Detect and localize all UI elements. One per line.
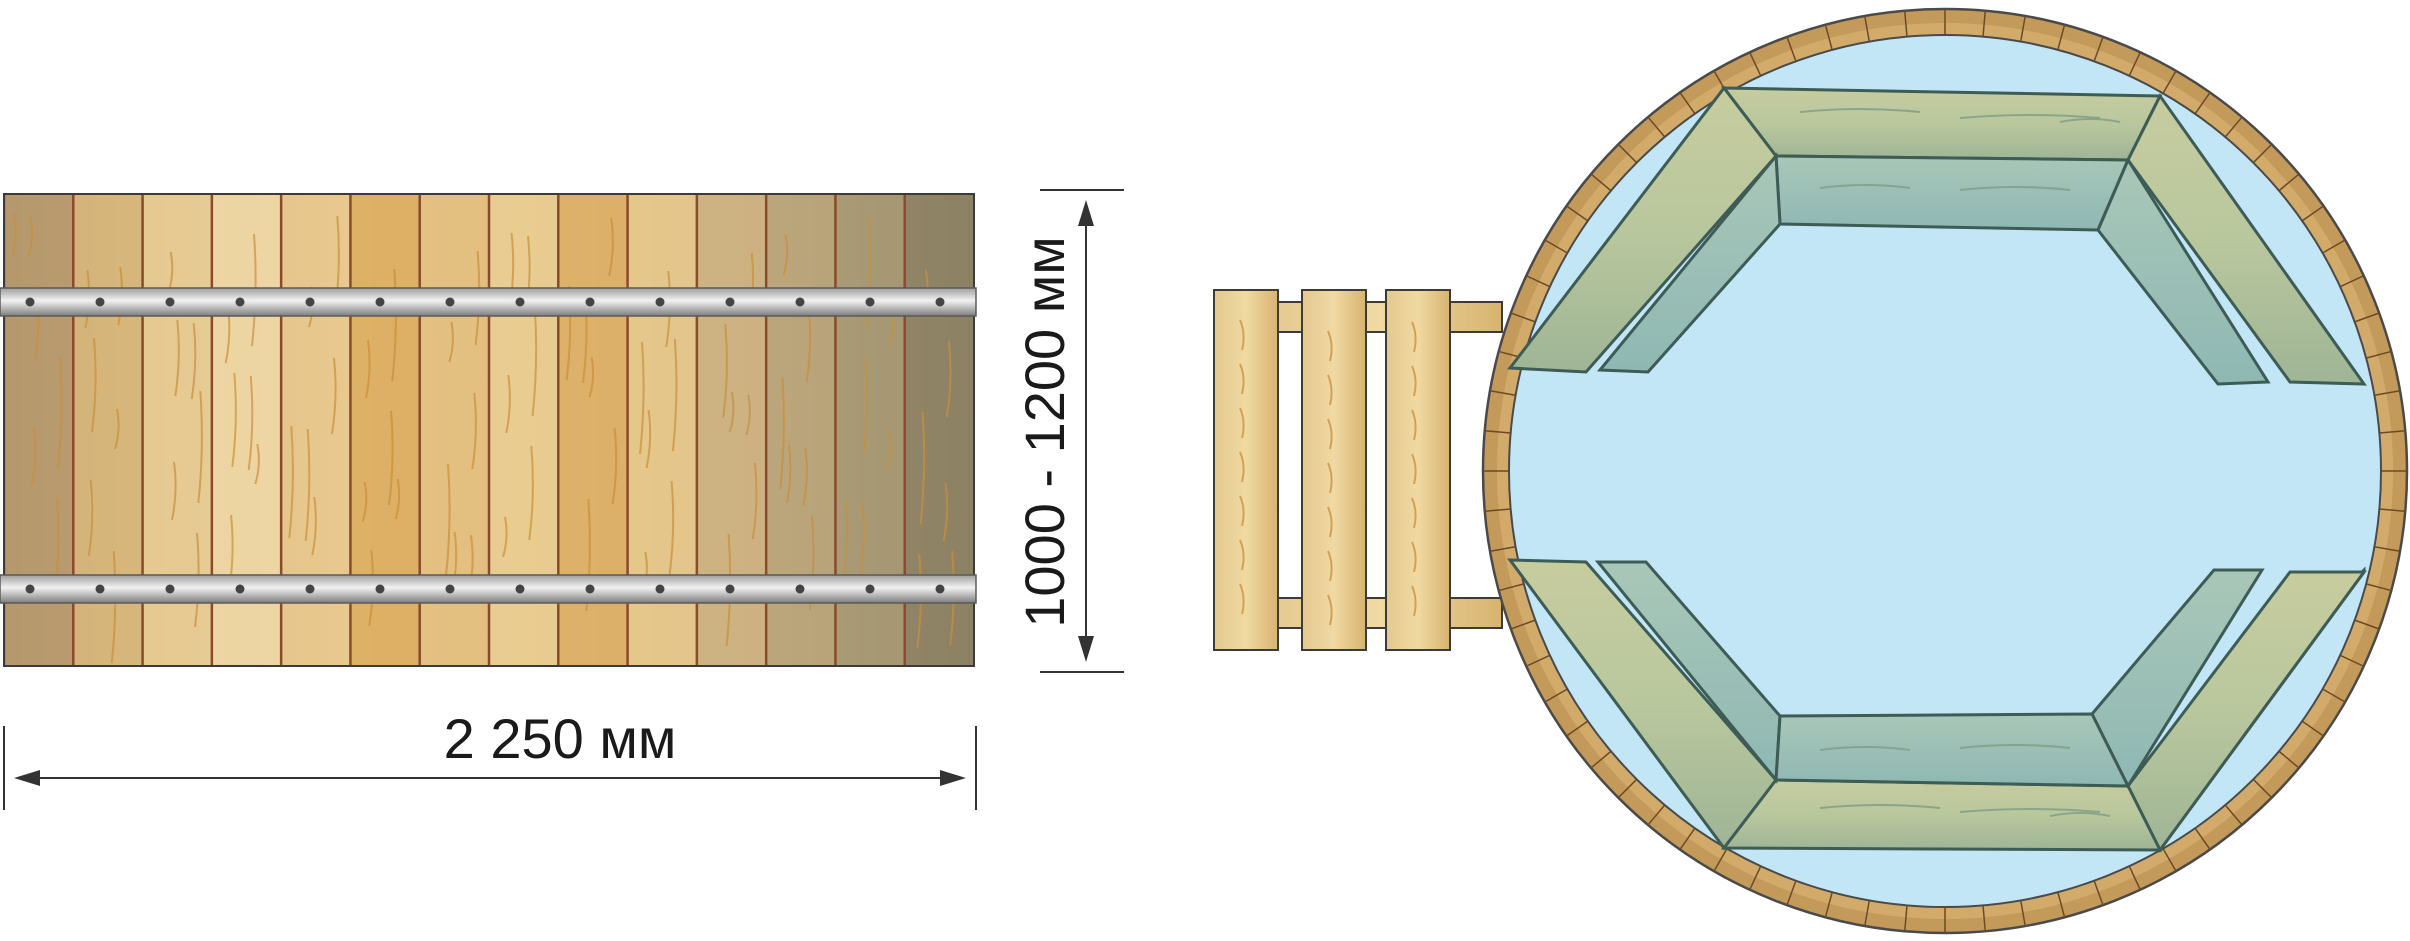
height-label: 1000 - 1200 мм — [1013, 236, 1076, 627]
width-dimension — [3, 726, 977, 810]
bench-upper — [1507, 85, 2367, 386]
step-board-3 — [1385, 289, 1451, 651]
step-rail-bottom — [1261, 597, 1503, 629]
tub-top-view — [1481, 7, 2409, 935]
step-board-1 — [1213, 289, 1279, 651]
height-dimension — [1040, 189, 1124, 673]
bench-lower — [1506, 558, 2367, 853]
width-label: 2 250 мм — [444, 707, 677, 770]
steps-wood-grain — [1239, 319, 1417, 626]
wooden-steps — [1213, 289, 1503, 651]
hoop-rivets-bottom — [25, 584, 945, 594]
step-board-2 — [1301, 289, 1367, 651]
tub-hoop-top — [0, 287, 977, 317]
tub-outline — [3, 193, 975, 667]
step-rail-top — [1261, 301, 1503, 333]
bench-wood-grain — [1799, 108, 2121, 817]
tub-hoop-bottom — [0, 574, 977, 604]
rim-stave-segments — [1483, 9, 2407, 933]
hoop-rivets-top — [25, 297, 945, 307]
